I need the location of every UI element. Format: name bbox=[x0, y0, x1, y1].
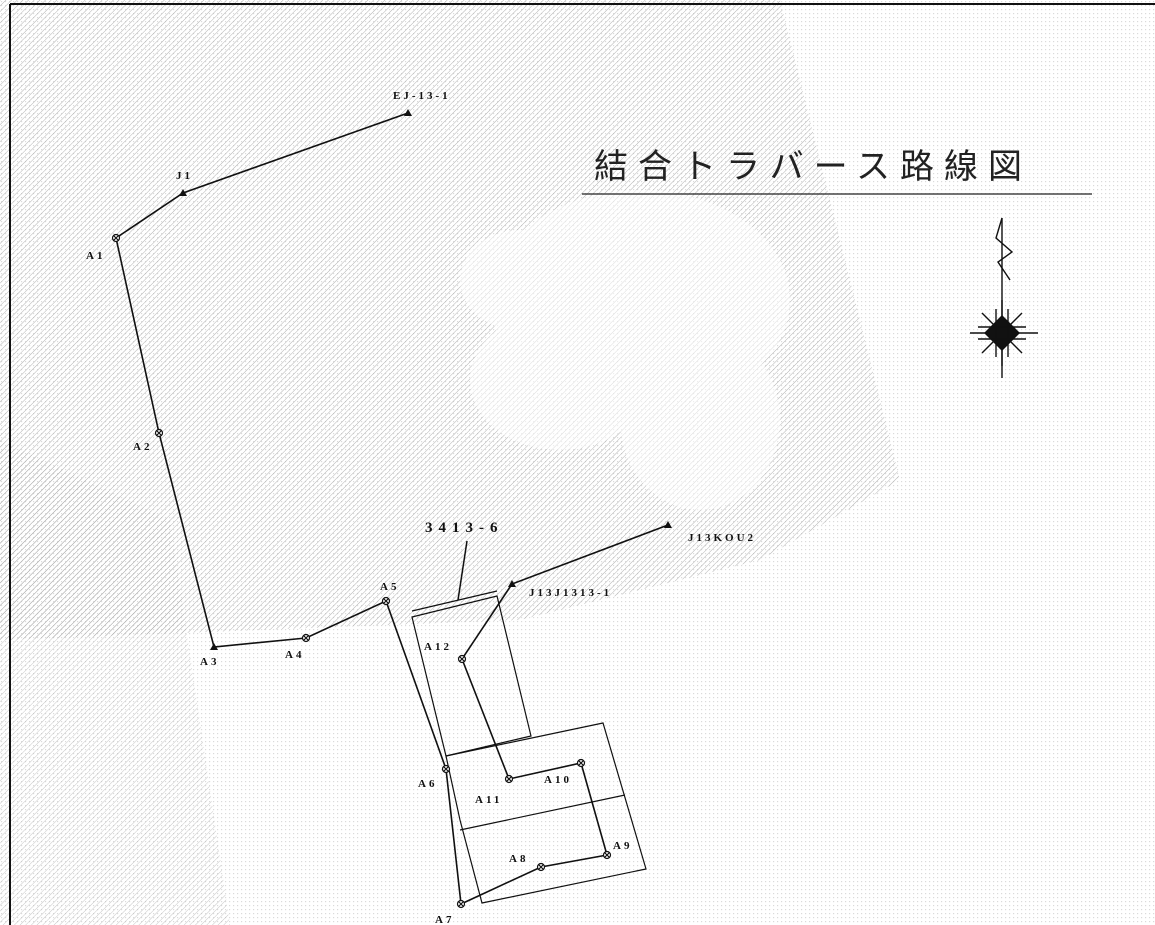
floral-watermark bbox=[460, 190, 790, 510]
circle-cross-station-icon bbox=[456, 899, 466, 909]
map-frame bbox=[9, 3, 1155, 925]
compass-rose-icon bbox=[970, 300, 1038, 366]
triangle-benchmark-icon bbox=[210, 643, 218, 650]
circle-cross-station-icon bbox=[381, 596, 391, 606]
label-A4: A4 bbox=[285, 649, 304, 661]
parcel-number-label: 3413-6 bbox=[425, 520, 504, 536]
label-A7: A7 bbox=[435, 914, 454, 925]
triangle-benchmark-icon bbox=[179, 189, 187, 196]
label-A10: A10 bbox=[544, 774, 572, 786]
circle-cross-station-icon bbox=[457, 654, 467, 664]
label-J1: J1 bbox=[176, 170, 193, 182]
label-A12: A12 bbox=[424, 641, 452, 653]
triangle-benchmark-icon bbox=[508, 580, 516, 587]
label-A3: A3 bbox=[200, 656, 219, 668]
parcel-outlines bbox=[411, 590, 647, 904]
parcel-leader-line bbox=[457, 540, 468, 601]
main-traverse-line bbox=[115, 112, 669, 906]
label-A9: A9 bbox=[613, 840, 632, 852]
circle-cross-station-icon bbox=[504, 774, 514, 784]
label-A8: A8 bbox=[509, 853, 528, 865]
circle-cross-station-icon bbox=[154, 428, 164, 438]
label-A5: A5 bbox=[380, 581, 399, 593]
circle-cross-station-icon bbox=[536, 862, 546, 872]
label-EJ-13-1: EJ-13-1 bbox=[393, 90, 451, 102]
stations bbox=[111, 233, 612, 909]
triangle-benchmark-icon bbox=[664, 521, 672, 528]
circle-cross-station-icon bbox=[576, 758, 586, 768]
circle-cross-station-icon bbox=[111, 233, 121, 243]
label-J13KOU2: J13KOU2 bbox=[688, 532, 756, 544]
label-A1: A1 bbox=[86, 250, 105, 262]
label-A6: A6 bbox=[418, 778, 437, 790]
label-A11: A11 bbox=[475, 794, 502, 806]
benchmarks bbox=[179, 109, 672, 650]
triangle-benchmark-icon bbox=[404, 109, 412, 116]
map-title: 結合トラバース路線図 bbox=[594, 147, 1032, 187]
circle-cross-station-icon bbox=[301, 633, 311, 643]
point-labels: EJ-13-1 J1 A1 A2 A3 A4 A5 A6 A7 A8 A9 A1… bbox=[86, 90, 756, 925]
parcel-3413-6 bbox=[411, 595, 532, 757]
circle-cross-station-icon bbox=[602, 850, 612, 860]
circle-cross-station-icon bbox=[441, 764, 451, 774]
lower-parcel bbox=[445, 722, 647, 904]
traverse-route-lines bbox=[115, 112, 669, 906]
label-A2: A2 bbox=[133, 441, 152, 453]
parcel-divider bbox=[459, 794, 626, 831]
parcel-top-edge bbox=[411, 590, 498, 612]
label-J13J1313-1: J13J1313-1 bbox=[529, 587, 612, 599]
